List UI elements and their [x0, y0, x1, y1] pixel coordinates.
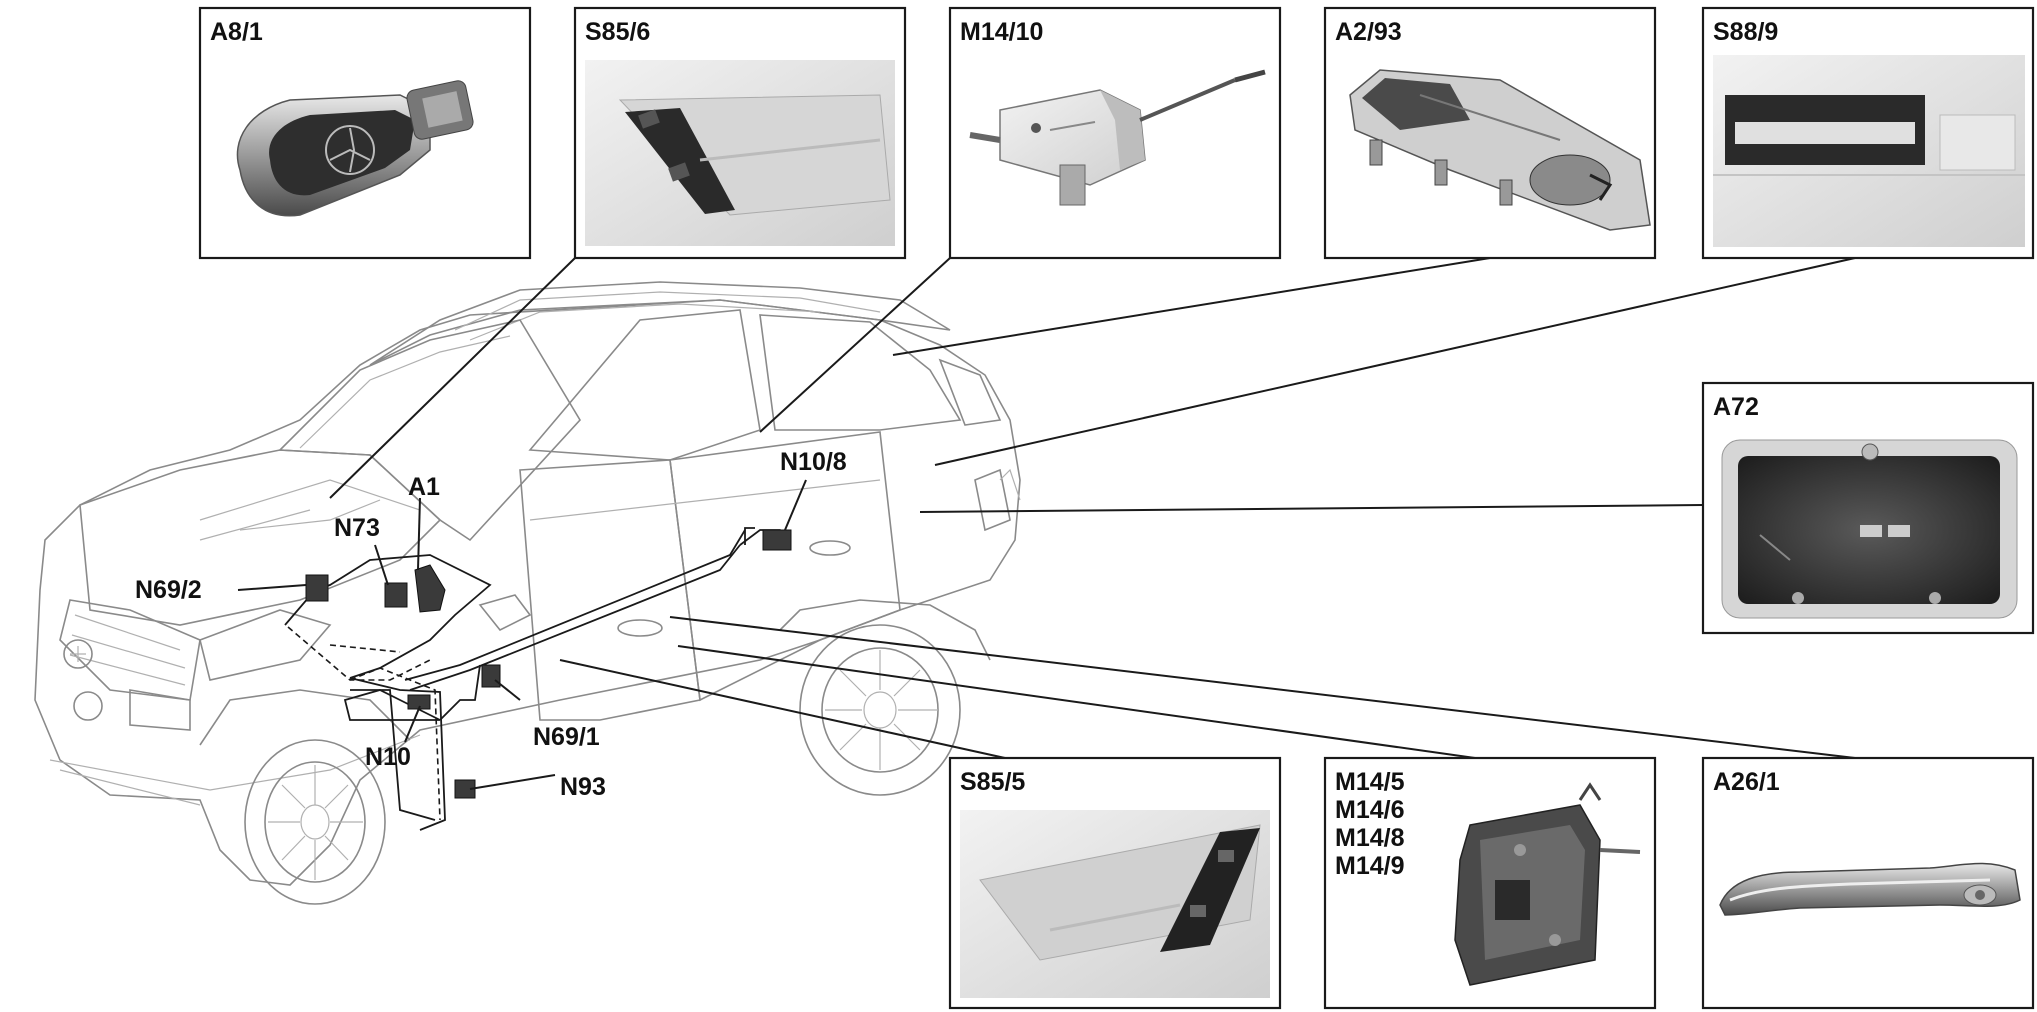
label-n69-2: N69/2 [135, 576, 202, 604]
box-m14-10-label: M14/10 [960, 18, 1043, 46]
label-a1: A1 [408, 473, 440, 501]
box-a2-93: A2/93 [1323, 6, 1657, 260]
actuator-motor-photo [969, 69, 1266, 206]
door-handle-switch-photo-2 [960, 810, 1270, 998]
vehicle-drawing [34, 281, 1021, 905]
box-s85-6: S85/6 [573, 6, 907, 260]
box-a2-93-label: A2/93 [1335, 18, 1402, 46]
box-m14-10: M14/10 [948, 6, 1282, 260]
leader-lines [237, 257, 1856, 790]
key-fob-photo [236, 80, 474, 217]
box-m14-9-label: M14/9 [1335, 852, 1404, 880]
n69-2-module-icon [305, 574, 329, 602]
label-n10: N10 [365, 743, 411, 771]
n73-module-icon [384, 582, 408, 608]
n10-8-module-icon [762, 529, 792, 551]
box-a72-label: A72 [1713, 393, 1759, 421]
box-s85-5-label: S85/5 [960, 768, 1025, 796]
a1-instrument-icon [414, 564, 446, 613]
box-m14-5-label: M14/5 [1335, 768, 1405, 796]
label-n93: N93 [560, 773, 606, 801]
box-s85-5: S85/5 [948, 756, 1282, 1010]
box-s88-9-label: S88/9 [1713, 18, 1778, 46]
label-n10-8: N10/8 [780, 448, 847, 476]
box-a26-1: A26/1 [1701, 756, 2035, 1010]
box-m14-group: M14/5 M14/6 M14/8 M14/9 [1323, 756, 1657, 1010]
box-a26-1-label: A26/1 [1713, 768, 1780, 796]
n69-1-module-icon [481, 664, 501, 688]
box-a8-1-label: A8/1 [210, 18, 263, 46]
trunk-module-photo [1721, 439, 2018, 619]
box-m14-6-label: M14/6 [1335, 796, 1404, 824]
label-n73: N73 [334, 514, 380, 542]
box-m14-8-label: M14/8 [1335, 824, 1405, 852]
callout-labels: A1 N73 N69/2 N10/8 N10 N69/1 N93 [135, 448, 847, 801]
box-a8-1: A8/1 [198, 6, 532, 260]
door-handle-photo [1719, 862, 2021, 916]
antenna-module-photo [1349, 69, 1651, 231]
box-s88-9: S88/9 [1701, 6, 2035, 260]
label-n69-1: N69/1 [533, 723, 600, 751]
door-handle-switch-photo [585, 60, 895, 246]
box-s85-6-label: S85/6 [585, 18, 650, 46]
door-lock-actuator-photo [1454, 782, 1641, 986]
tailgate-switch-photo [1713, 55, 2025, 247]
box-a72: A72 [1701, 381, 2035, 635]
